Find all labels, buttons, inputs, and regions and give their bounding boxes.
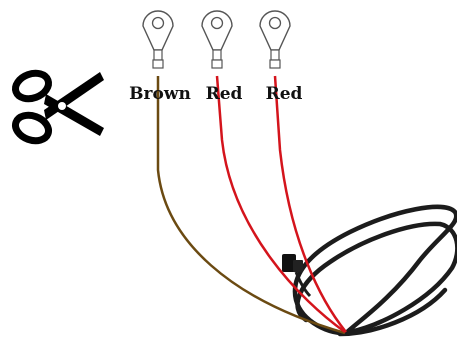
red-wire-1 <box>215 75 346 334</box>
black-cable-coil <box>292 204 457 337</box>
ring-terminal <box>259 10 291 69</box>
brown-wire <box>156 76 346 335</box>
connector-plug <box>282 254 312 298</box>
ring-terminal <box>142 10 174 69</box>
scissors-icon <box>12 69 104 145</box>
wire-label-brown: Brown <box>129 84 191 104</box>
wire-label-red-1: Red <box>206 84 243 104</box>
red-wire-2 <box>273 75 347 333</box>
wire-label-red-2: Red <box>266 84 303 104</box>
ring-terminal <box>201 10 233 69</box>
